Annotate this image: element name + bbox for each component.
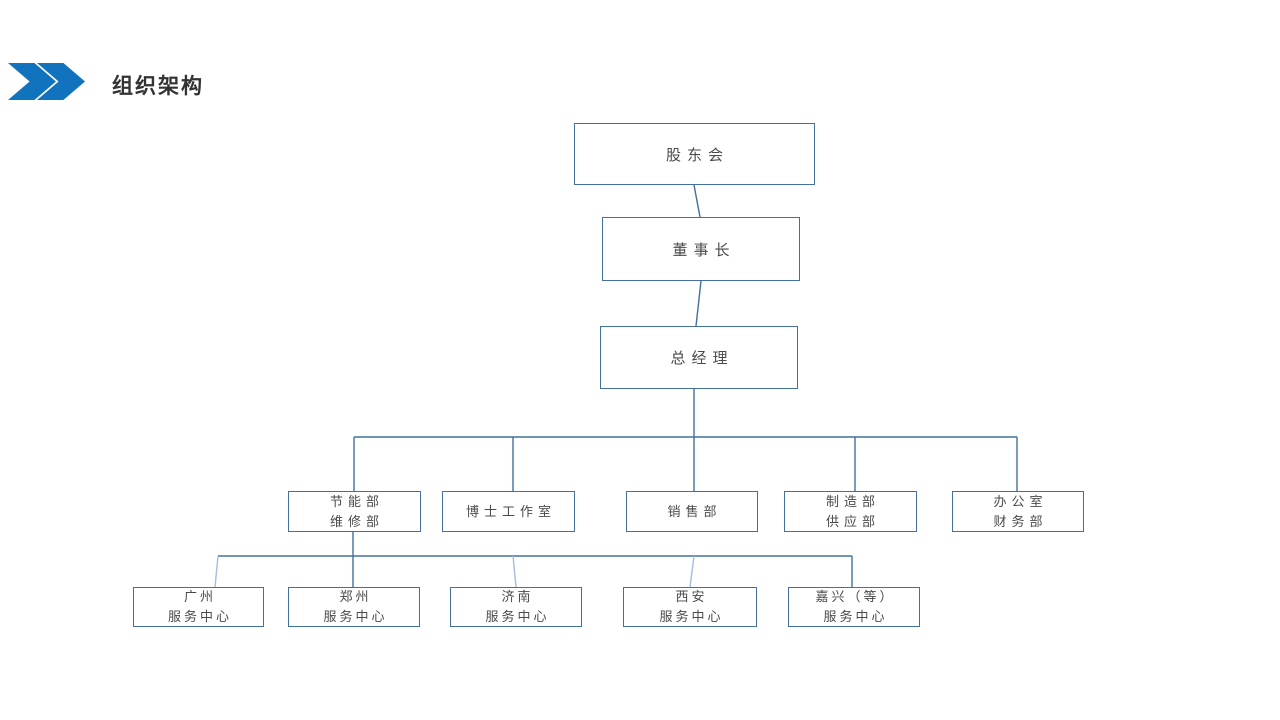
org-node-service-center-jiaxing: 嘉兴（等） 服务中心 [788,587,920,627]
org-node-label: 销售部 [667,503,722,519]
org-node-dept-office-finance: 办公室 财务部 [952,491,1084,532]
org-node-label: 嘉兴（等） [815,589,896,604]
org-node-label: 维修部 [329,513,384,529]
org-node-label: 供应部 [825,513,880,529]
org-node-label: 财务部 [993,513,1048,529]
org-node-dept-manufacturing-supply: 制造部 供应部 [784,491,917,532]
org-node-label: 郑州 [339,589,372,604]
org-node-label: 博士工作室 [465,503,556,519]
org-node-label: 服务中心 [659,609,724,624]
org-node-dept-energy-maintenance: 节能部 维修部 [288,491,421,532]
page-title: 组织架构 [112,75,204,98]
org-node-label: 服务中心 [323,609,388,624]
org-node-label: 办公室 [993,493,1048,509]
org-node-dept-phd-studio: 博士工作室 [442,491,575,532]
org-node-service-center-xian: 西安 服务中心 [623,587,757,627]
org-node-service-center-zhengzhou: 郑州 服务中心 [288,587,420,627]
org-node-label: 服务中心 [485,609,550,624]
org-node-label: 西安 [675,589,708,604]
org-node-service-center-guangzhou: 广州 服务中心 [133,587,264,627]
org-node-label: 服务中心 [167,609,232,624]
org-node-label: 股东会 [665,146,729,164]
org-node-service-center-jinan: 济南 服务中心 [450,587,582,627]
org-node-label: 节能部 [329,493,384,509]
org-node-chairman: 董事长 [602,217,800,281]
org-node-label: 总经理 [670,350,734,367]
org-node-shareholders-meeting: 股东会 [574,123,815,185]
org-node-label: 董事长 [672,241,736,259]
org-node-label: 服务中心 [823,609,888,624]
org-node-label: 济南 [501,589,534,604]
org-node-dept-sales: 销售部 [626,491,758,532]
org-node-label: 制造部 [825,493,880,509]
org-node-general-manager: 总经理 [600,326,798,389]
org-node-label: 广州 [183,589,216,604]
